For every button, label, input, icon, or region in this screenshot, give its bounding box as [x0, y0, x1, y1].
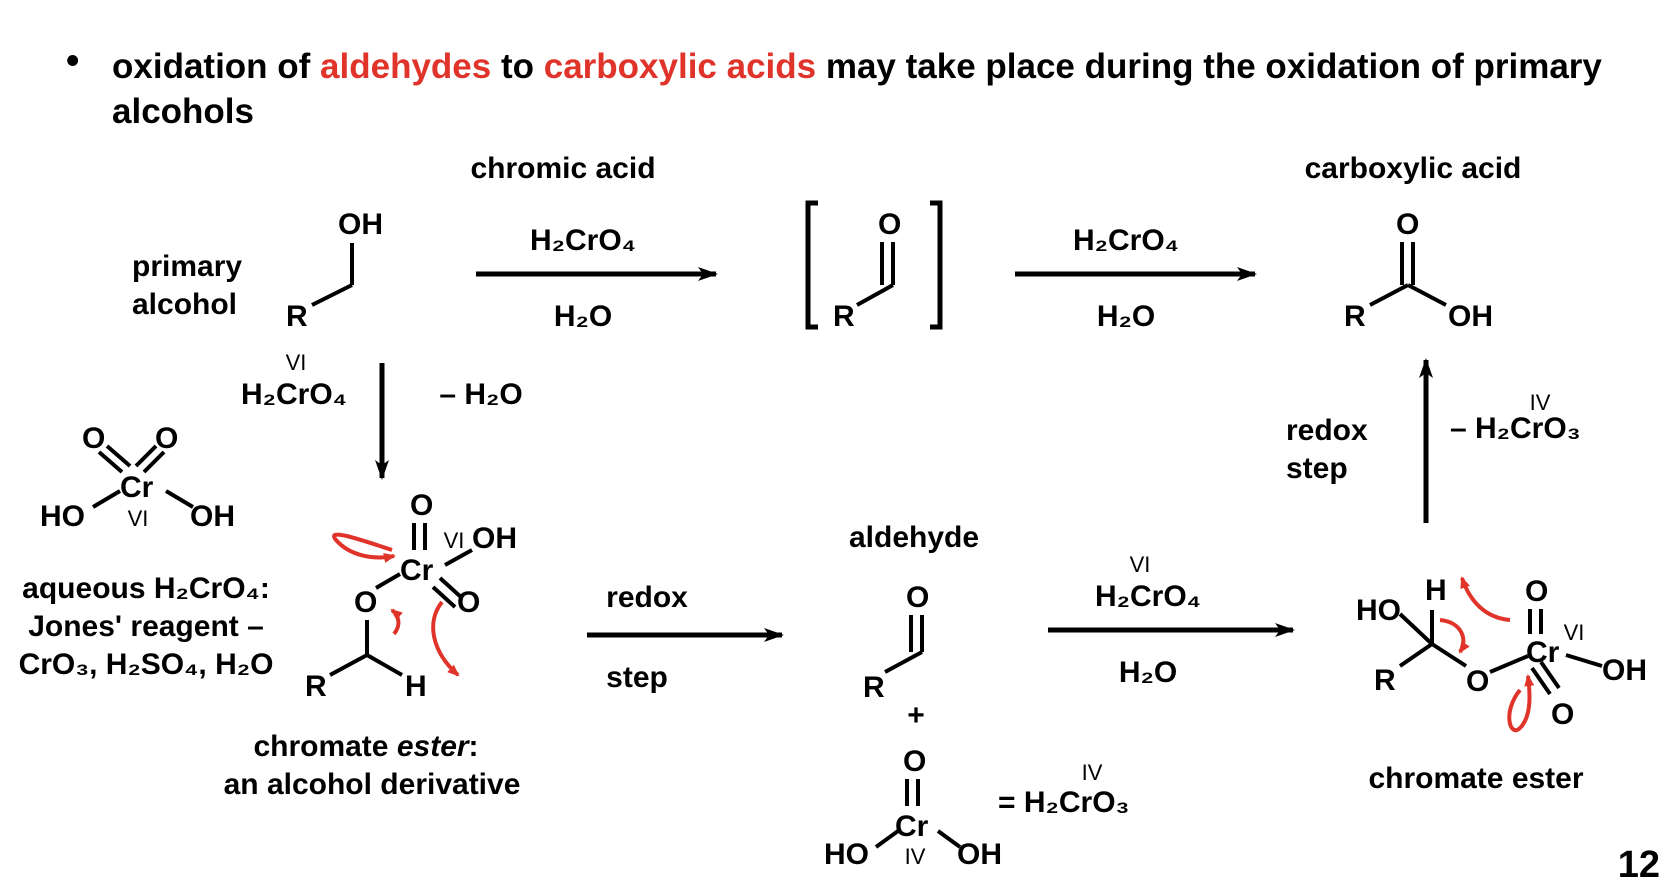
- atom-oh: OH: [190, 500, 235, 533]
- atom-o: O: [354, 586, 377, 619]
- bullet-dot: •: [66, 40, 80, 82]
- bullet-highlight-aldehydes: aldehydes: [320, 47, 492, 86]
- label-minus-h2cro3: – H₂CrO₃: [1450, 412, 1581, 445]
- bullet-highlight-carboxylic-acids: carboxylic acids: [543, 47, 817, 86]
- ox-state-vi-3: VI: [1130, 552, 1151, 577]
- atom-o: O: [155, 422, 178, 455]
- atom-o: O: [903, 745, 926, 778]
- atom-o: O: [457, 586, 480, 619]
- chromous-acid-structure: O Cr HO OH IV: [824, 745, 1002, 871]
- label-plus: +: [907, 699, 925, 732]
- bullet-part-3: may take place during the oxidation of p…: [112, 47, 1602, 131]
- reagent-h2o-4: H₂O: [1119, 656, 1177, 689]
- atom-o: O: [1551, 698, 1574, 731]
- atom-r: R: [1344, 300, 1366, 333]
- atom-ho: HO: [824, 838, 869, 871]
- label-chromate-ester-2: chromate ester: [1368, 762, 1583, 795]
- atom-h: H: [1425, 574, 1447, 607]
- carboxylic-acid-structure: O R OH: [1344, 208, 1493, 333]
- atom-o: O: [410, 489, 433, 522]
- atom-oh: OH: [338, 208, 383, 241]
- label-alcohol-derivative: an alcohol derivative: [224, 768, 521, 801]
- ox-state-vi: VI: [128, 506, 149, 531]
- atom-r: R: [286, 300, 308, 333]
- chromate-ester-left: O Cr VI OH O O R H: [305, 489, 517, 703]
- bullet-part-2: to: [491, 47, 544, 86]
- label-step: step: [606, 661, 668, 694]
- bullet-part-1: oxidation of: [112, 47, 321, 86]
- atom-r: R: [1374, 664, 1396, 697]
- atom-o: O: [1466, 665, 1489, 698]
- bullet-text: oxidation of aldehydes to carboxylic aci…: [112, 44, 1652, 134]
- chromate-ester-right: HO H R O Cr O VI OH O: [1356, 574, 1647, 733]
- atom-cr: Cr: [120, 471, 154, 504]
- atom-o-top: O: [878, 208, 901, 241]
- atom-oh: OH: [957, 838, 1002, 871]
- reagent-h2cro4-1: H₂CrO₄: [530, 224, 636, 257]
- atom-o: O: [906, 581, 929, 614]
- ox-state-vi: VI: [444, 528, 465, 553]
- label-aqueous: aqueous H₂CrO₄:: [22, 572, 270, 605]
- label-jones-reagent: Jones' reagent –: [28, 610, 264, 643]
- bracketed-aldehyde: O R: [805, 200, 943, 333]
- atom-r: R: [305, 670, 327, 703]
- label-carboxylic-acid: carboxylic acid: [1305, 152, 1522, 185]
- primary-alcohol-structure: OH R: [286, 208, 383, 333]
- label-chromate-ester-1: chromate ester:: [253, 730, 478, 763]
- label-minus-h2o: – H₂O: [439, 378, 522, 411]
- reagent-h2cro4-2: H₂CrO₄: [1073, 224, 1179, 257]
- label-alcohol: alcohol: [132, 288, 237, 321]
- reagent-h2cro4-4: H₂CrO₄: [1095, 580, 1201, 613]
- atom-h: H: [405, 670, 427, 703]
- atom-cr: Cr: [895, 810, 929, 843]
- atom-o: O: [1525, 575, 1548, 608]
- ox-state-vi-1: VI: [286, 350, 307, 375]
- atom-oh: OH: [472, 522, 517, 555]
- label-redox: redox: [606, 581, 688, 614]
- label-aldehyde: aldehyde: [849, 521, 979, 554]
- ox-state-iv-3: IV: [1530, 390, 1551, 415]
- atom-oh: OH: [1602, 654, 1647, 687]
- atom-ho: HO: [1356, 594, 1401, 627]
- atom-r: R: [833, 300, 855, 333]
- atom-oh: OH: [1448, 300, 1493, 333]
- reagent-h2o-2: H₂O: [1097, 300, 1155, 333]
- atom-ho: HO: [40, 500, 85, 533]
- label-redox-2: redox: [1286, 414, 1368, 447]
- ox-state-vi: VI: [1564, 620, 1585, 645]
- chromic-acid-structure: O O Cr HO OH VI: [40, 422, 235, 533]
- label-chromic-acid: chromic acid: [470, 152, 655, 185]
- atom-o: O: [82, 422, 105, 455]
- aldehyde-structure: O R: [863, 581, 929, 704]
- atom-cr: Cr: [400, 554, 434, 587]
- reagent-h2o-1: H₂O: [554, 300, 612, 333]
- page-number: 12: [1617, 844, 1660, 886]
- reagent-h2cro4-3: H₂CrO₄: [241, 378, 347, 411]
- ox-state-iv: IV: [905, 844, 926, 869]
- ox-state-iv-2: IV: [1082, 760, 1103, 785]
- label-jones-formula: CrO₃, H₂SO₄, H₂O: [19, 648, 274, 681]
- atom-r: R: [863, 671, 885, 704]
- label-step-2: step: [1286, 452, 1348, 485]
- atom-o: O: [1396, 208, 1419, 241]
- label-primary: primary: [132, 250, 242, 283]
- label-equals-h2cro3: = H₂CrO₃: [998, 786, 1129, 819]
